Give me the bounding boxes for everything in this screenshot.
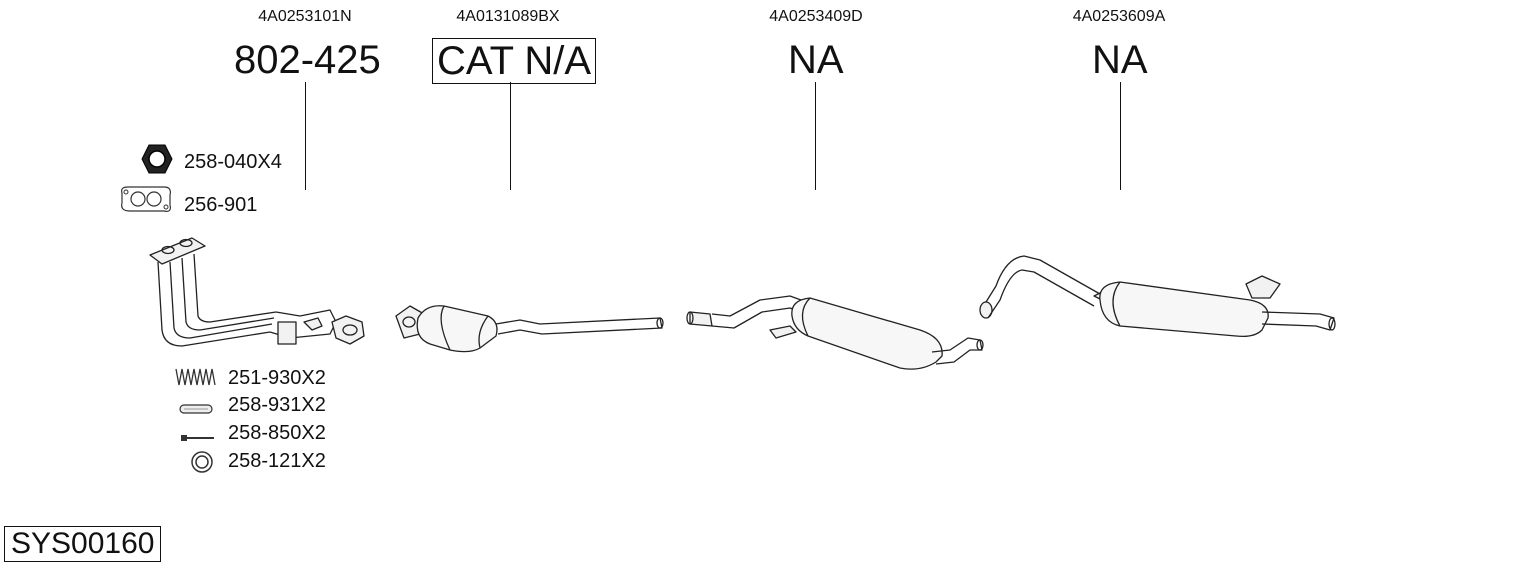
hex-nut-icon: [141, 144, 173, 174]
leader-line-front-pipe: [305, 82, 306, 190]
oe-number-catalyst: 4A0131089BX: [456, 8, 560, 25]
part-number-front-pipe[interactable]: 802-425: [234, 38, 381, 82]
sleeve-icon: [179, 404, 213, 414]
catalyst-drawing: [395, 305, 664, 353]
oe-number-front-pipe: 4A0253101N: [258, 8, 352, 25]
bolt-icon: [181, 435, 214, 441]
leader-line-centre-silencer: [815, 82, 816, 190]
fitting-label-ring-gasket[interactable]: 258-121X2: [228, 450, 326, 472]
front-pipe-drawing: [149, 237, 365, 347]
flange-gasket-icon: [121, 186, 171, 212]
part-number-rear-silencer[interactable]: NA: [1092, 38, 1148, 82]
fitting-label-bolt[interactable]: 258-850X2: [228, 422, 326, 444]
fitting-label-hex-nut[interactable]: 258-040X4: [184, 151, 282, 173]
oe-number-centre-silencer: 4A0253409D: [769, 8, 863, 25]
ring-gasket-icon: [191, 451, 213, 473]
leader-line-catalyst: [510, 82, 511, 190]
oe-number-rear-silencer: 4A0253609A: [1072, 8, 1166, 25]
spring-icon: [175, 368, 216, 386]
leader-line-rear-silencer: [1120, 82, 1121, 190]
fitting-label-sleeve[interactable]: 258-931X2: [228, 394, 326, 416]
fitting-label-flange-gasket[interactable]: 256-901: [184, 194, 258, 216]
part-number-centre-silencer[interactable]: NA: [788, 38, 844, 82]
fitting-label-spring[interactable]: 251-930X2: [228, 367, 326, 389]
part-number-catalyst[interactable]: CAT N/A: [432, 38, 597, 84]
centre-silencer-drawing: [686, 295, 984, 370]
system-code: SYS00160: [4, 526, 162, 562]
rear-silencer-drawing: [979, 255, 1336, 338]
